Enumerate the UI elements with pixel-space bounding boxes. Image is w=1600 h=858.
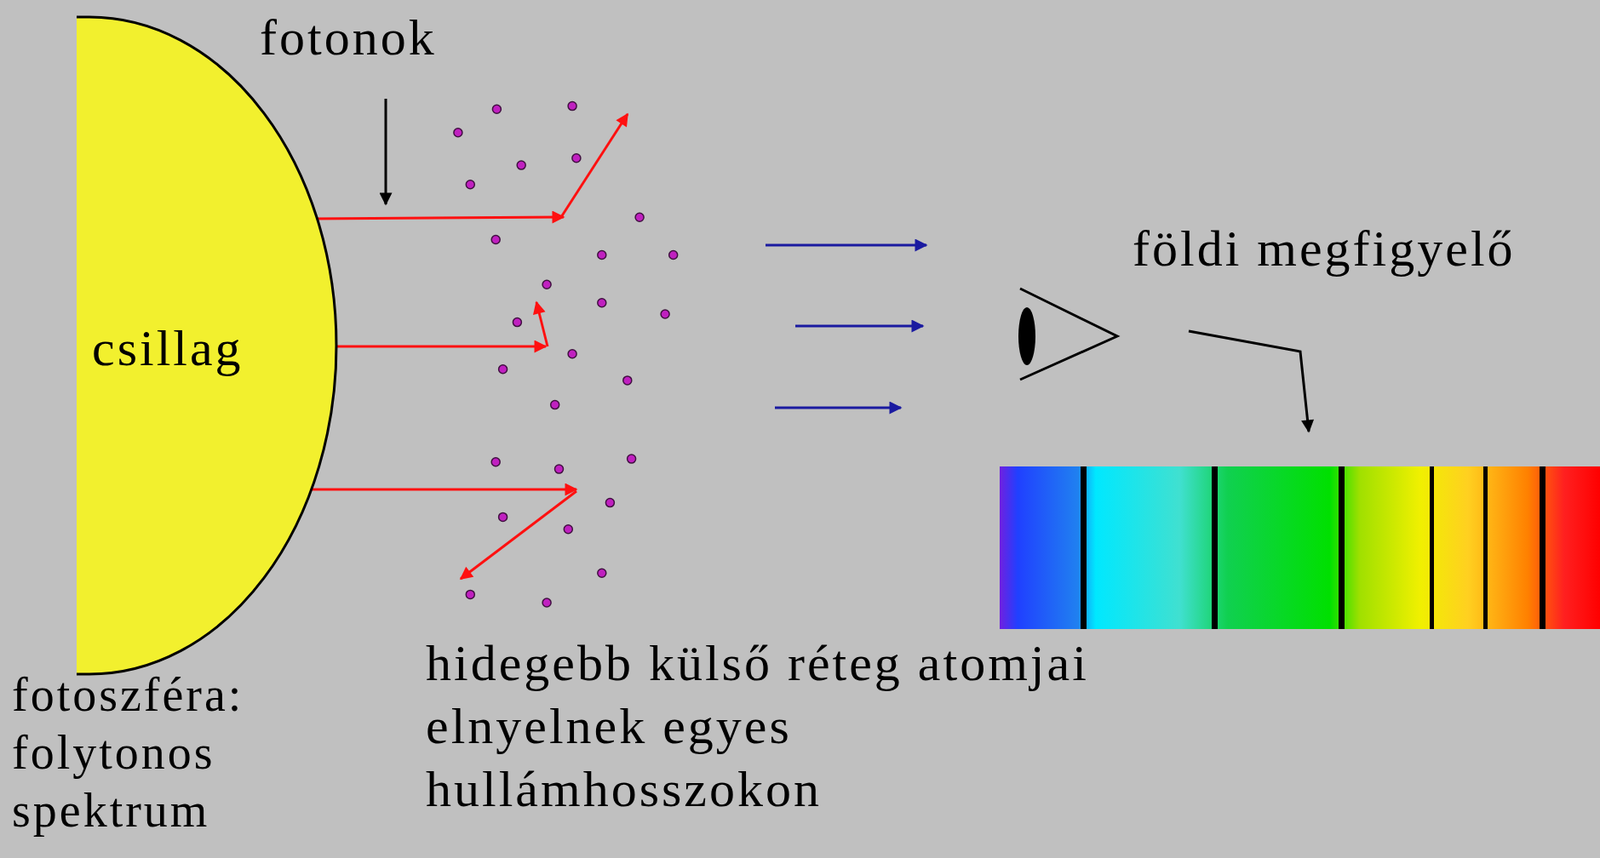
photon-rays: [310, 114, 628, 580]
atom-dot: [572, 154, 581, 163]
atom-dot: [465, 590, 475, 599]
atom-dot: [453, 128, 463, 138]
atom-dot: [605, 498, 614, 508]
atom-dot: [542, 280, 551, 289]
observer-label: földi megfigyelő: [1132, 217, 1516, 280]
atom-dot: [635, 212, 644, 222]
eye-symbol: [1018, 288, 1118, 380]
observed-rays: [765, 245, 927, 408]
atom-dot: [550, 401, 560, 410]
atom-dot: [597, 298, 607, 308]
pointer-arrow: [384, 98, 388, 205]
atom-dot: [465, 180, 475, 190]
atom-dot: [567, 102, 577, 111]
atoms: [453, 102, 678, 608]
absorption-spectrum: [999, 466, 1600, 630]
atom-dot: [660, 309, 670, 319]
atom-dot: [491, 458, 500, 467]
star-label: csillag: [91, 317, 244, 379]
atom-dot: [567, 349, 577, 359]
atom-dot: [597, 251, 607, 260]
atom-dot: [555, 464, 564, 474]
photosphere-label: fotoszféra: folytonos spektrum: [11, 665, 293, 840]
atom-dot: [597, 568, 607, 578]
atom-dot: [492, 104, 501, 114]
atom-dot: [512, 318, 522, 327]
atom-dot: [498, 365, 508, 374]
atom-dot: [491, 235, 500, 245]
atom-dot: [498, 512, 508, 522]
star-shape: csillag: [0, 15, 341, 677]
atom-dot: [563, 525, 573, 534]
atom-dot: [516, 160, 526, 170]
photon-label: fotonok: [259, 6, 437, 69]
pointer-arrow: [1188, 331, 1309, 432]
atom-dot: [623, 376, 632, 385]
atom-dot: [627, 454, 637, 464]
atom-dot: [669, 251, 678, 260]
outer-layer-label: hidegebb külső réteg atomjai elnyelnek e…: [425, 631, 1107, 821]
atom-dot: [542, 598, 551, 608]
